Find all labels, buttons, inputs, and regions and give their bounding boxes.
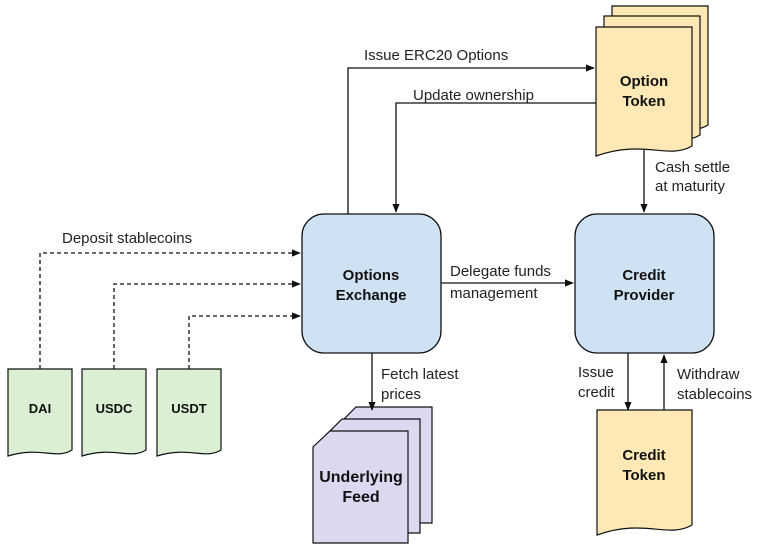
issue-erc20-arrow	[347, 64, 595, 214]
usdt-node: USDT	[156, 368, 222, 457]
options-exchange-label-2: Exchange	[336, 287, 407, 304]
deposit-dai-arrow	[39, 249, 301, 369]
cash-settle-label-2: at maturity	[655, 178, 726, 195]
usdc-label: USDC	[96, 401, 133, 416]
issue-erc20-label: Issue ERC20 Options	[364, 47, 508, 64]
underlying-feed-label-2: Feed	[342, 489, 379, 506]
dai-label: DAI	[29, 401, 51, 416]
withdraw-label-2: stablecoins	[677, 386, 752, 403]
usdt-label: USDT	[171, 401, 206, 416]
credit-token-label-1: Credit	[622, 447, 665, 464]
option-token-label-2: Token	[622, 93, 665, 110]
deposit-usdt-arrow	[188, 312, 301, 369]
cash-settle-label-1: Cash settle	[655, 159, 730, 176]
dai-node: DAI	[7, 368, 73, 457]
deposit-usdc-arrow	[113, 280, 301, 369]
credit-token-label-2: Token	[622, 467, 665, 484]
usdc-node: USDC	[81, 368, 147, 457]
credit-provider-label-1: Credit	[622, 267, 665, 284]
options-exchange-label-1: Options	[343, 267, 400, 284]
fetch-prices-label-1: Fetch latest	[381, 366, 459, 383]
underlying-feed-node: Underlying Feed	[312, 406, 433, 544]
delegate-funds-label-2: management	[450, 285, 538, 302]
credit-provider-node: Credit Provider	[574, 213, 715, 354]
credit-provider-label-2: Provider	[614, 287, 675, 304]
fetch-prices-label-2: prices	[381, 386, 421, 403]
underlying-feed-label-1: Underlying	[319, 469, 403, 486]
withdraw-label-1: Withdraw	[677, 366, 740, 383]
deposit-label: Deposit stablecoins	[62, 230, 192, 247]
delegate-funds-label-1: Delegate funds	[450, 263, 551, 280]
issue-credit-label-2: credit	[578, 384, 616, 401]
update-ownership-label: Update ownership	[413, 87, 534, 104]
update-ownership-arrow	[392, 102, 596, 213]
issue-credit-label-1: Issue	[578, 364, 614, 381]
option-token-node: Option Token	[595, 5, 709, 157]
credit-token-node: Credit Token	[596, 409, 693, 536]
options-exchange-node: Options Exchange	[301, 213, 442, 354]
option-token-label-1: Option	[620, 73, 668, 90]
